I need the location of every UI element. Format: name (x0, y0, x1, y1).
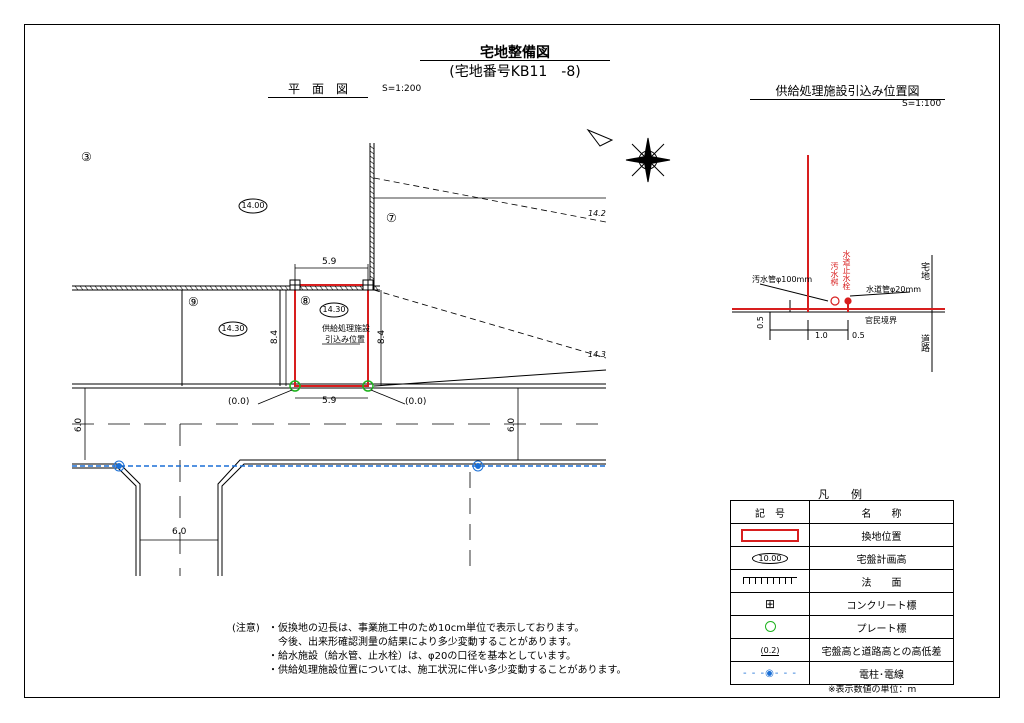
origin-leaders (257, 389, 406, 405)
origin-label-left: (0.0) (228, 397, 250, 407)
legend-item: 換地位置 (809, 523, 954, 547)
lot-number-8: ⑧ (300, 294, 311, 308)
residential-label: 宅地 (919, 262, 929, 280)
road-edges (72, 383, 606, 576)
dim-bottom-width: 5.9 (322, 396, 337, 406)
sewer-basin-label: 汚水桝 (830, 262, 839, 286)
note-line: ・給水施設（給水管、止水栓）は、φ20の口径を基本としています。 (268, 651, 577, 662)
water-pipe-label: 水道管φ20mm (866, 285, 922, 294)
dim-road-right: 6.0 (507, 417, 518, 433)
legend-item: プレート標 (809, 615, 954, 639)
slope-lines (373, 177, 607, 359)
legend-title: 凡 例 (818, 488, 862, 501)
water-valve-label: 水道止水栓 (842, 250, 851, 290)
dim-side-road: 6.0 (172, 527, 187, 537)
detail-dim-c: 0.5 (755, 316, 765, 329)
notes-label: (注意) (232, 623, 260, 634)
drawing-title: 宅地整備図 (480, 45, 550, 61)
height-label: 14.30 (221, 324, 245, 333)
boundary-label: 官民境界 (865, 316, 897, 325)
lot-number-7: ⑦ (386, 211, 397, 225)
concrete-marker-icon: ⊞ (730, 592, 810, 616)
legend-table: 記 号 名 称 換地位置 10.00 宅盤計画高 法 面 ⊞ コンクリート標 プ… (730, 500, 954, 685)
height-label: 14.30 (322, 305, 346, 314)
legend-symbol-slope (730, 569, 810, 593)
origin-label-right: (0.0) (405, 397, 427, 407)
utility-pole (113, 460, 484, 472)
height-label: 14.00 (241, 201, 265, 210)
facility-label-2: 引込み位置 (325, 335, 365, 344)
detail-markers (830, 296, 852, 306)
drawing-frame (24, 24, 1000, 698)
sewer-pipe-label: 汚水管φ100mm (752, 275, 813, 284)
detail-dim-b: 0.5 (852, 331, 865, 340)
legend-symbol-lot (730, 523, 810, 547)
lot-number-3: ③ (81, 150, 92, 164)
lot-number-9: ⑨ (188, 295, 199, 309)
detail-dim-a: 1.0 (815, 331, 828, 340)
plate-marker (289, 380, 374, 392)
dim-top-width: 5.9 (322, 257, 337, 267)
legend-item: 宅盤計画高 (809, 546, 954, 570)
utility-pole-icon: - - -◉- - - (730, 661, 810, 685)
legend-symbol-height: 10.00 (730, 546, 810, 570)
plate-marker-icon (730, 615, 810, 639)
detail-scale: S=1:100 (902, 99, 942, 109)
legend-symbol-diff: (0.2) (730, 638, 810, 662)
road-centerline (72, 423, 606, 576)
lot-outline (294, 284, 369, 387)
dimension-lines (84, 264, 519, 541)
note-line: ・供給処理施設位置については、施工状況に伴い多少変動することがあります。 (268, 665, 627, 676)
note-line: 今後、出来形確認測量の結果により多少変動することがあります。 (268, 637, 577, 648)
legend-col-symbol: 記 号 (730, 500, 810, 524)
legend-item: 法 面 (809, 569, 954, 593)
detail-heading: 供給処理施設引込み位置図 (750, 82, 945, 100)
road-label: 道路 (919, 334, 929, 352)
legend-item: 電柱･電線 (809, 661, 954, 685)
dim-road-left: 6.0 (74, 417, 85, 433)
detail-lines (732, 255, 945, 372)
plan-heading: 平 面 図 (268, 80, 368, 98)
dim-left-depth: 8.4 (270, 329, 281, 345)
legend-item: 宅盤高と道路高との高低差 (809, 638, 954, 662)
slope-label: 14.3 (588, 350, 606, 359)
drawing-subtitle: (宅地番号KB11 -8) (420, 60, 610, 81)
facility-label: 供給処理施設 (322, 324, 370, 333)
unit-note: ※表示数値の単位：m (828, 685, 917, 695)
height-ellipse (218, 198, 349, 337)
note-line: ・仮換地の辺長は、事業施工中のため10cm単位で表示しております。 (268, 623, 585, 634)
plan-scale: S=1:200 (382, 84, 422, 94)
slope-label: 14.2 (588, 209, 606, 218)
legend-col-name: 名 称 (809, 500, 954, 524)
dim-right-depth: 8.4 (377, 329, 388, 345)
north-arrow (586, 128, 671, 183)
slope-bottom-line (373, 369, 607, 387)
legend-item: コンクリート標 (809, 592, 954, 616)
